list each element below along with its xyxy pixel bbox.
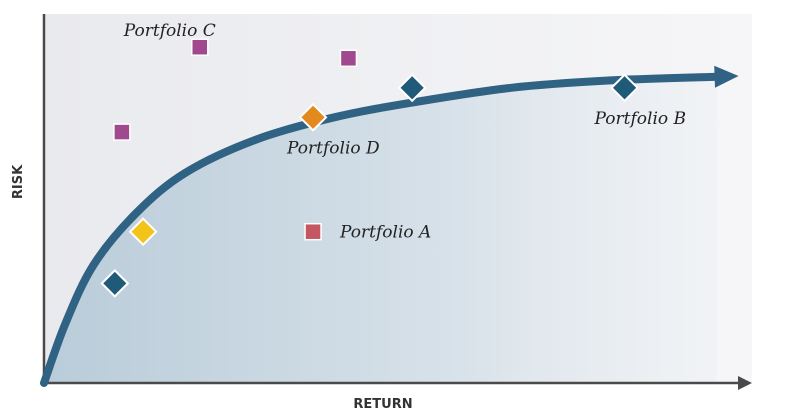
portfolio-point-diamond — [128, 217, 158, 247]
portfolio-label: Portfolio D — [286, 138, 380, 158]
portfolio-point-diamond — [298, 102, 328, 132]
portfolio-point-square — [191, 38, 209, 56]
frontier-arrowhead — [714, 65, 739, 88]
portfolio-point-diamond — [100, 268, 130, 298]
portfolio-point-diamond — [610, 73, 639, 103]
y-axis-title: RISK — [11, 164, 26, 199]
portfolio-label: Portfolio A — [339, 223, 431, 243]
portfolio-point-square — [304, 222, 322, 241]
portfolio-point-diamond — [397, 73, 427, 103]
portfolio-label: Portfolio C — [123, 21, 216, 41]
portfolio-point-square — [339, 49, 358, 68]
frontier-area — [44, 76, 717, 383]
portfolio-point-square — [113, 123, 131, 141]
x-axis-title: RETURN — [353, 397, 412, 412]
x-axis-arrowhead — [738, 376, 752, 390]
portfolio-label: Portfolio B — [594, 109, 686, 129]
efficient-frontier-curve — [40, 72, 721, 387]
